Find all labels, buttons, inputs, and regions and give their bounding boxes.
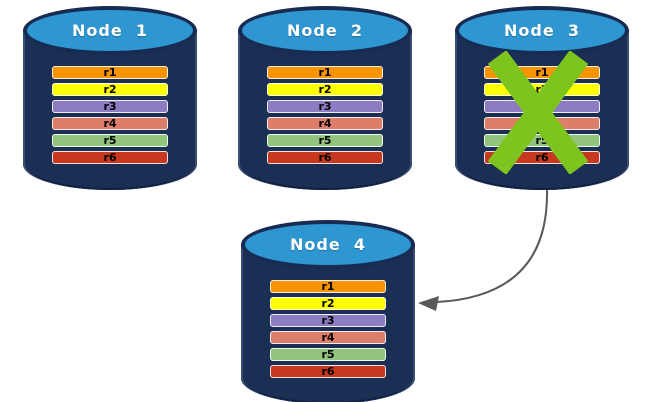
partition-r6: r6 <box>52 151 168 164</box>
arrowhead-icon <box>418 296 439 311</box>
partition-r5: r5 <box>267 134 383 147</box>
arrow-curve <box>436 189 549 303</box>
db-node: Node 1 r1 r2 r3 r4 r5 r6 <box>23 6 197 190</box>
partition-r4: r4 <box>52 117 168 130</box>
partition-r3: r3 <box>267 100 383 113</box>
failure-x-mark <box>487 51 589 174</box>
partition-r1: r1 <box>52 66 168 79</box>
cylinder-top: Node 2 <box>238 6 412 55</box>
node-title: Node 3 <box>504 21 580 40</box>
partition-r4: r4 <box>267 117 383 130</box>
partition-list: r1 r2 r3 r4 r5 r6 <box>52 66 168 164</box>
partition-r6: r6 <box>267 151 383 164</box>
partition-r2: r2 <box>270 297 386 310</box>
node-title: Node 1 <box>72 21 148 40</box>
cylinder-top: Node 3 <box>455 6 629 55</box>
partition-r6: r6 <box>270 365 386 378</box>
partition-list: r1 r2 r3 r4 r5 r6 <box>267 66 383 164</box>
partition-r3: r3 <box>52 100 168 113</box>
partition-r1: r1 <box>267 66 383 79</box>
partition-list: r1 r2 r3 r4 r5 r6 <box>270 280 386 378</box>
cylinder-top: Node 1 <box>23 6 197 55</box>
node-title: Node 4 <box>290 235 366 254</box>
partition-r5: r5 <box>52 134 168 147</box>
db-node: Node 2 r1 r2 r3 r4 r5 r6 <box>238 6 412 190</box>
partition-r4: r4 <box>270 331 386 344</box>
partition-r2: r2 <box>267 83 383 96</box>
partition-r1: r1 <box>270 280 386 293</box>
cylinder-top: Node 4 <box>241 220 415 269</box>
node-title: Node 2 <box>287 21 363 40</box>
partition-r2: r2 <box>52 83 168 96</box>
partition-r3: r3 <box>270 314 386 327</box>
db-node: Node 4 r1 r2 r3 r4 r5 r6 <box>241 220 415 402</box>
partition-r5: r5 <box>270 348 386 361</box>
